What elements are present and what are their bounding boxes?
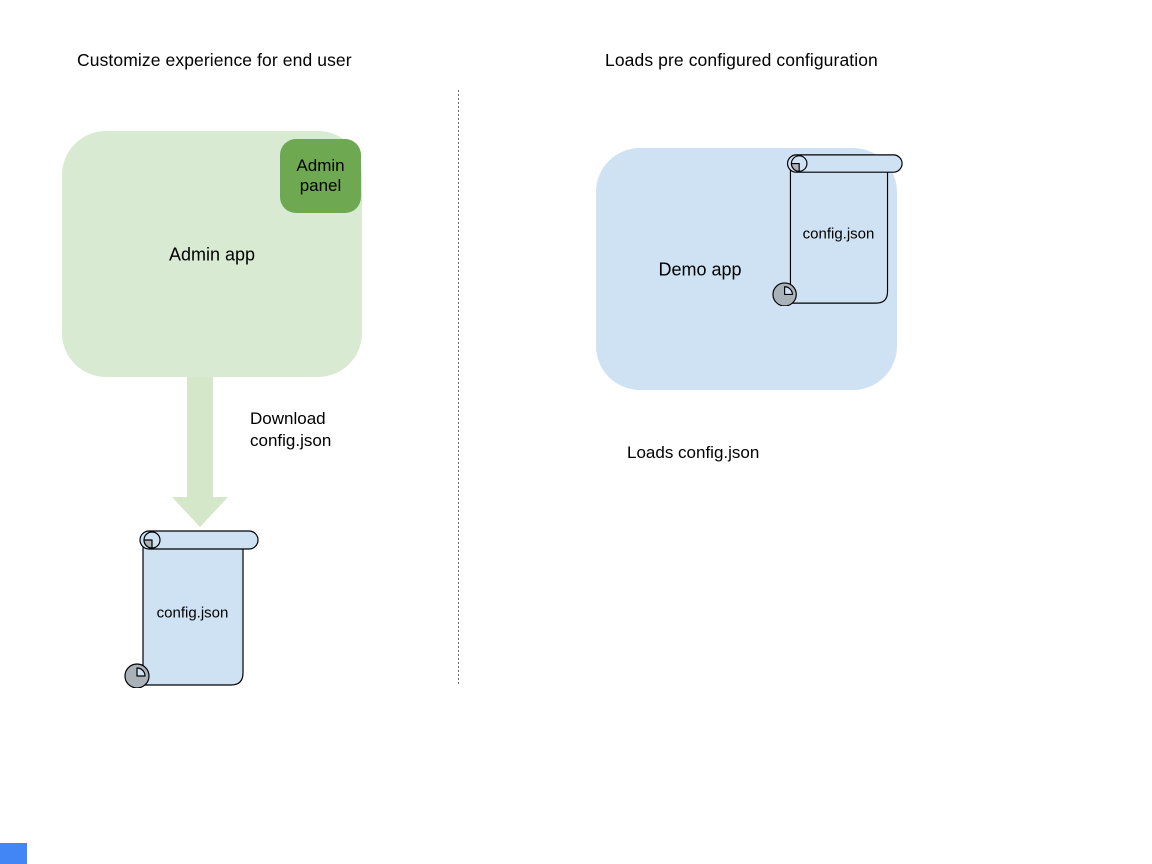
config-json-scroll-left: config.json [124,528,261,688]
left-section-title: Customize experience for end user [77,50,352,70]
section-divider [458,90,459,686]
config-file-label: config.json [156,604,229,622]
scroll-icon [772,154,903,306]
config-json-scroll-right: config.json [772,152,905,306]
admin-app-label: Admin app [168,244,256,265]
demo-app-label: Demo app [658,259,742,280]
blue-rectangle [0,843,27,864]
admin-panel-box: Admin panel [280,139,361,213]
scroll-icon [124,530,259,688]
download-config-label: Download config.json [250,409,332,450]
admin-panel-label: Admin panel [296,156,345,195]
loads-config-label: Loads config.json [627,443,760,462]
download-arrow-icon [172,377,228,527]
config-file-label: config.json [802,225,875,243]
right-section-title: Loads pre configured configuration [605,50,878,70]
